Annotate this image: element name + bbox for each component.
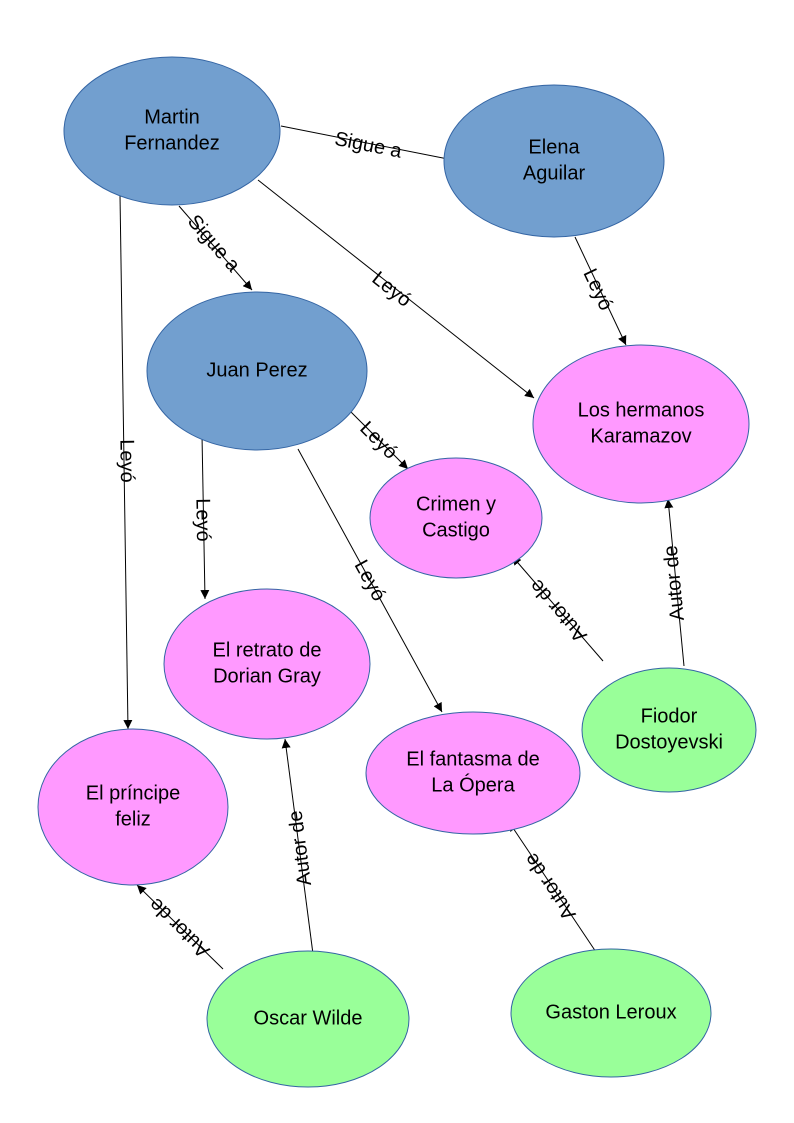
edge-label: Sigue a (333, 128, 405, 163)
node-label: Fiodor (641, 705, 698, 727)
node-label: Juan Perez (206, 359, 307, 381)
edge-juan-dorian: Leyó (191, 434, 214, 600)
author-node-shape (581, 667, 757, 793)
book-node-shape (365, 711, 581, 835)
edge-label: Autor de (520, 849, 580, 924)
node-label: Crimen y (416, 493, 496, 515)
book-node-shape (532, 344, 750, 504)
node-label: El retrato de (213, 639, 322, 661)
edge-line (280, 125, 459, 164)
edge-gaston-fantasma: Autor de (508, 821, 597, 953)
book-node-shape (369, 457, 543, 579)
node-label: Fernandez (124, 132, 220, 154)
node-label: El príncipe (86, 782, 181, 804)
node-gaston: Gaston Leroux (510, 948, 712, 1078)
edge-fiodor-karamazov: Autor de (660, 498, 689, 667)
edge-line (664, 498, 685, 667)
node-dorian: El retrato de Dorian Gray (163, 588, 371, 740)
person-node-shape (63, 56, 281, 206)
edge-line (136, 884, 224, 970)
node-label: Dorian Gray (213, 665, 321, 687)
edge-elena-karamazov: Leyó (574, 236, 627, 346)
edge-label: Autor de (525, 575, 591, 647)
edge-label: Leyó (350, 556, 390, 605)
node-label: El fantasma de (406, 748, 539, 770)
node-label: Los hermanos (578, 399, 705, 421)
edge-line (574, 236, 627, 346)
author-node-shape (510, 948, 712, 1078)
edge-line (297, 448, 443, 713)
book-node-shape (163, 588, 371, 740)
edge-label: Autor de (145, 893, 214, 962)
node-label: Martin (144, 106, 200, 128)
edge-label: Leyó (355, 417, 401, 463)
node-label: La Ópera (431, 773, 515, 796)
edge-label: Leyó (368, 267, 416, 311)
edge-label: Sigue a (183, 211, 245, 277)
node-label: Elena (528, 136, 580, 158)
edge-label: Autor de (660, 544, 689, 621)
edge-line (281, 738, 314, 955)
edge-label: Leyó (578, 265, 616, 314)
node-fantasma: El fantasma de La Ópera (365, 711, 581, 835)
edge-line (200, 434, 210, 600)
person-node-shape (443, 84, 665, 238)
edge-line (350, 411, 409, 470)
node-label: Dostoyevski (615, 731, 723, 753)
node-label: Aguilar (523, 162, 586, 184)
edge-martin-principe: Leyó (115, 194, 138, 730)
person-node-shape (146, 291, 368, 451)
node-label: Karamazov (590, 425, 691, 447)
edge-line (257, 179, 535, 399)
edge-oscar-dorian: Autor de (281, 738, 316, 955)
edge-line (119, 194, 133, 730)
edge-line (511, 555, 604, 662)
node-crimen: Crimen y Castigo (369, 457, 543, 579)
edge-oscar-principe: Autor de (136, 884, 224, 970)
node-oscar: Oscar Wilde (206, 950, 410, 1088)
edge-label: Leyó (115, 439, 138, 483)
edge-martin-juan: Sigue a (178, 205, 253, 291)
edge-martin-elena: Sigue a (280, 125, 459, 164)
node-label: Oscar Wilde (254, 1007, 363, 1029)
node-label: Gaston Leroux (545, 1001, 676, 1023)
author-node-shape (206, 950, 410, 1088)
node-principe: El príncipe feliz (37, 728, 229, 886)
edge-line (178, 205, 253, 291)
edge-fiodor-crimen: Autor de (511, 555, 604, 662)
edge-label: Leyó (191, 498, 214, 542)
node-label: Castigo (422, 519, 490, 541)
edge-label: Autor de (284, 809, 316, 887)
edge-juan-crimen: Leyó (350, 411, 409, 470)
node-juan: Juan Perez (146, 291, 368, 451)
node-label: feliz (115, 808, 151, 830)
edge-line (508, 821, 597, 953)
book-node-shape (37, 728, 229, 886)
